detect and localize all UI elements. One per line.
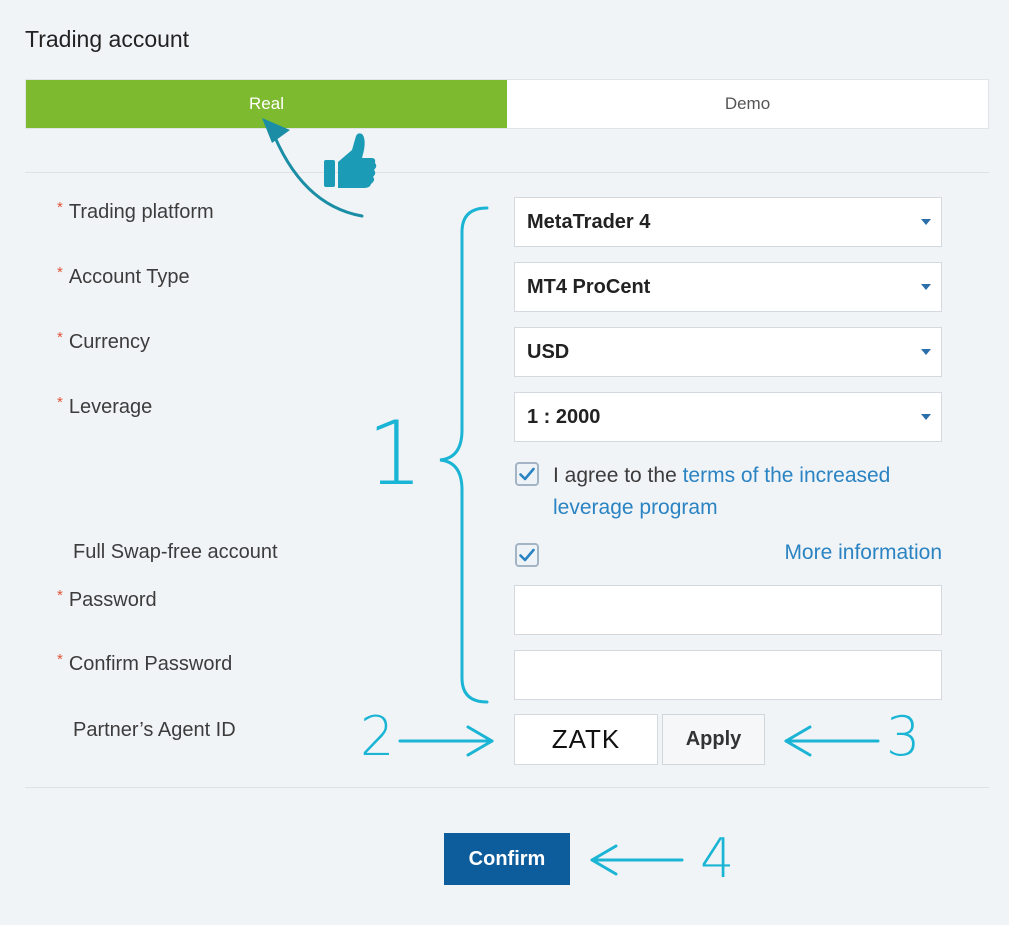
annotation-3: 3 [886, 705, 921, 768]
caret-down-icon [921, 349, 931, 355]
required-marker: * [57, 264, 63, 281]
account-type-label: *Account Type [57, 264, 190, 288]
apply-button[interactable]: Apply [662, 714, 765, 765]
trading-platform-label: *Trading platform [57, 199, 214, 223]
check-icon [519, 548, 535, 562]
page-title: Trading account [25, 26, 190, 52]
annotation-2: 2 [360, 705, 395, 768]
swap-free-checkbox[interactable] [515, 543, 539, 567]
check-icon [519, 467, 535, 481]
caret-down-icon [921, 284, 931, 290]
confirm-password-input[interactable] [514, 650, 942, 700]
top-divider [25, 172, 989, 173]
confirm-button[interactable]: Confirm [444, 833, 570, 885]
annotation-1: 1 [367, 402, 423, 505]
currency-label: *Currency [57, 329, 150, 353]
curly-brace [439, 206, 489, 704]
required-marker: * [57, 199, 63, 216]
agree-leverage-checkbox[interactable] [515, 462, 539, 486]
password-label: *Password [57, 587, 157, 611]
partner-agent-id-input[interactable]: ZATK [514, 714, 658, 765]
arrow-icon [398, 725, 494, 757]
swap-free-label: Full Swap-free account [73, 541, 278, 563]
more-information-link[interactable]: More information [784, 541, 942, 564]
agree-leverage-text: I agree to the terms of the increased le… [553, 464, 891, 519]
required-marker: * [57, 394, 63, 411]
annotation-4: 4 [700, 827, 735, 890]
partner-agent-id-label: Partner’s Agent ID [73, 719, 236, 741]
arrow-icon [268, 123, 364, 218]
bottom-divider [25, 787, 989, 788]
arrow-icon [590, 844, 684, 876]
required-marker: * [57, 587, 63, 604]
required-marker: * [57, 651, 63, 668]
caret-down-icon [921, 414, 931, 420]
tab-real[interactable]: Real [26, 80, 507, 128]
currency-select[interactable]: USD [514, 327, 942, 377]
confirm-password-label: *Confirm Password [57, 651, 233, 675]
required-marker: * [57, 329, 63, 346]
password-input[interactable] [514, 585, 942, 635]
account-mode-tabs: Real Demo [25, 79, 989, 129]
thumbs-up-icon [324, 133, 377, 188]
leverage-select[interactable]: 1 : 2000 [514, 392, 942, 442]
tab-demo[interactable]: Demo [507, 80, 988, 128]
arrow-icon [784, 725, 880, 757]
trading-platform-select[interactable]: MetaTrader 4 [514, 197, 942, 247]
leverage-terms-link[interactable]: terms of the increased leverage program [553, 464, 891, 519]
leverage-label: *Leverage [57, 394, 153, 418]
caret-down-icon [921, 219, 931, 225]
account-type-select[interactable]: MT4 ProCent [514, 262, 942, 312]
